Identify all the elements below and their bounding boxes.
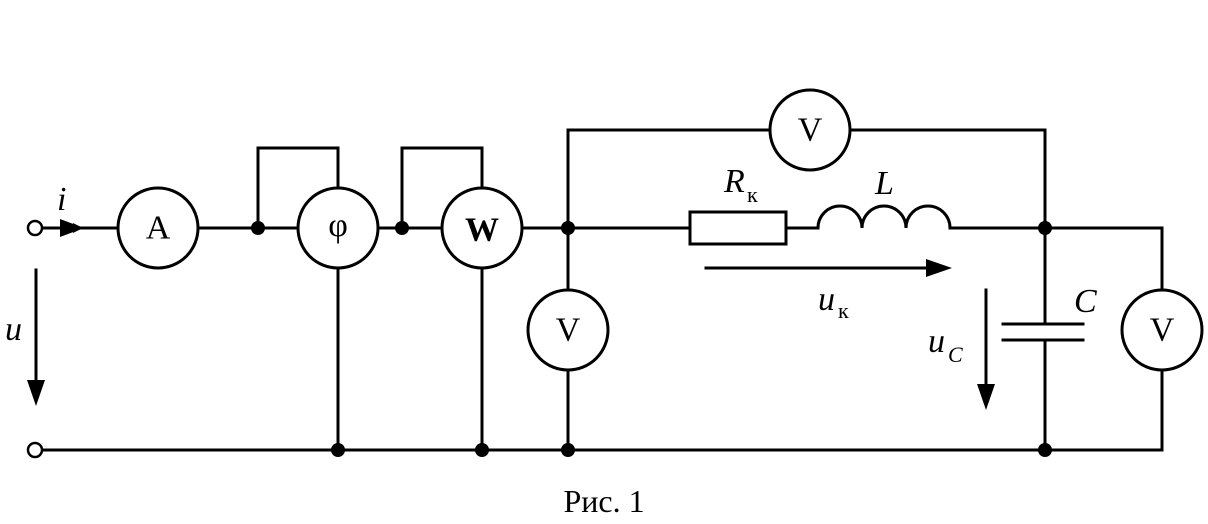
cap-voltage-label-sub: C: [948, 342, 963, 367]
inductor-label: L: [874, 165, 894, 202]
junction-dot: [251, 221, 265, 235]
input-terminal-bottom: [26, 441, 44, 459]
junction-dot: [475, 443, 489, 457]
wattmeter-label: W: [465, 212, 499, 249]
phase-meter-label: φ: [328, 208, 348, 245]
coil-voltmeter-right: [848, 128, 1047, 230]
ammeter: [116, 186, 200, 270]
phase-meter: [296, 186, 380, 270]
voltmeter-capacitor: [1120, 288, 1204, 372]
input-terminal-top: [26, 219, 44, 237]
current-label: i: [57, 181, 66, 218]
voltmeter-input-label: V: [556, 312, 581, 349]
phase-meter-loop: [256, 146, 340, 230]
voltmeter-coil: [768, 88, 852, 172]
input-voltage-label: u: [5, 311, 22, 348]
voltmeter-input: [526, 288, 610, 372]
current-arrow-head: [60, 219, 84, 237]
coil-voltage-label-sub: к: [838, 298, 849, 323]
junction-dot: [1038, 443, 1052, 457]
resistor-label: R: [723, 163, 745, 200]
capacitor-label: C: [1074, 283, 1097, 320]
coil-voltage-label: u: [818, 281, 835, 318]
voltmeter-coil-label: V: [798, 112, 823, 149]
ammeter-label: A: [146, 210, 171, 247]
junction-dot: [331, 443, 345, 457]
voltmeter-capacitor-label: V: [1150, 312, 1175, 349]
inductor-coil: [816, 204, 952, 230]
junction-dot: [561, 221, 575, 235]
cap-voltage-arrow-head: [977, 384, 995, 410]
coil-voltage-arrow-head: [926, 259, 952, 277]
wattmeter-loop: [400, 146, 484, 230]
resistor-rk: [688, 210, 788, 246]
junction-dot: [561, 443, 575, 457]
figure-caption: Рис. 1: [563, 483, 644, 519]
input-voltage-arrow-head: [27, 380, 45, 406]
resistor-label-sub: к: [747, 182, 758, 207]
cap-voltage-label: u: [928, 323, 945, 360]
junction-dot: [395, 221, 409, 235]
wattmeter: [440, 186, 524, 270]
junction-dot: [1038, 221, 1052, 235]
coil-voltmeter-left: [566, 128, 772, 230]
